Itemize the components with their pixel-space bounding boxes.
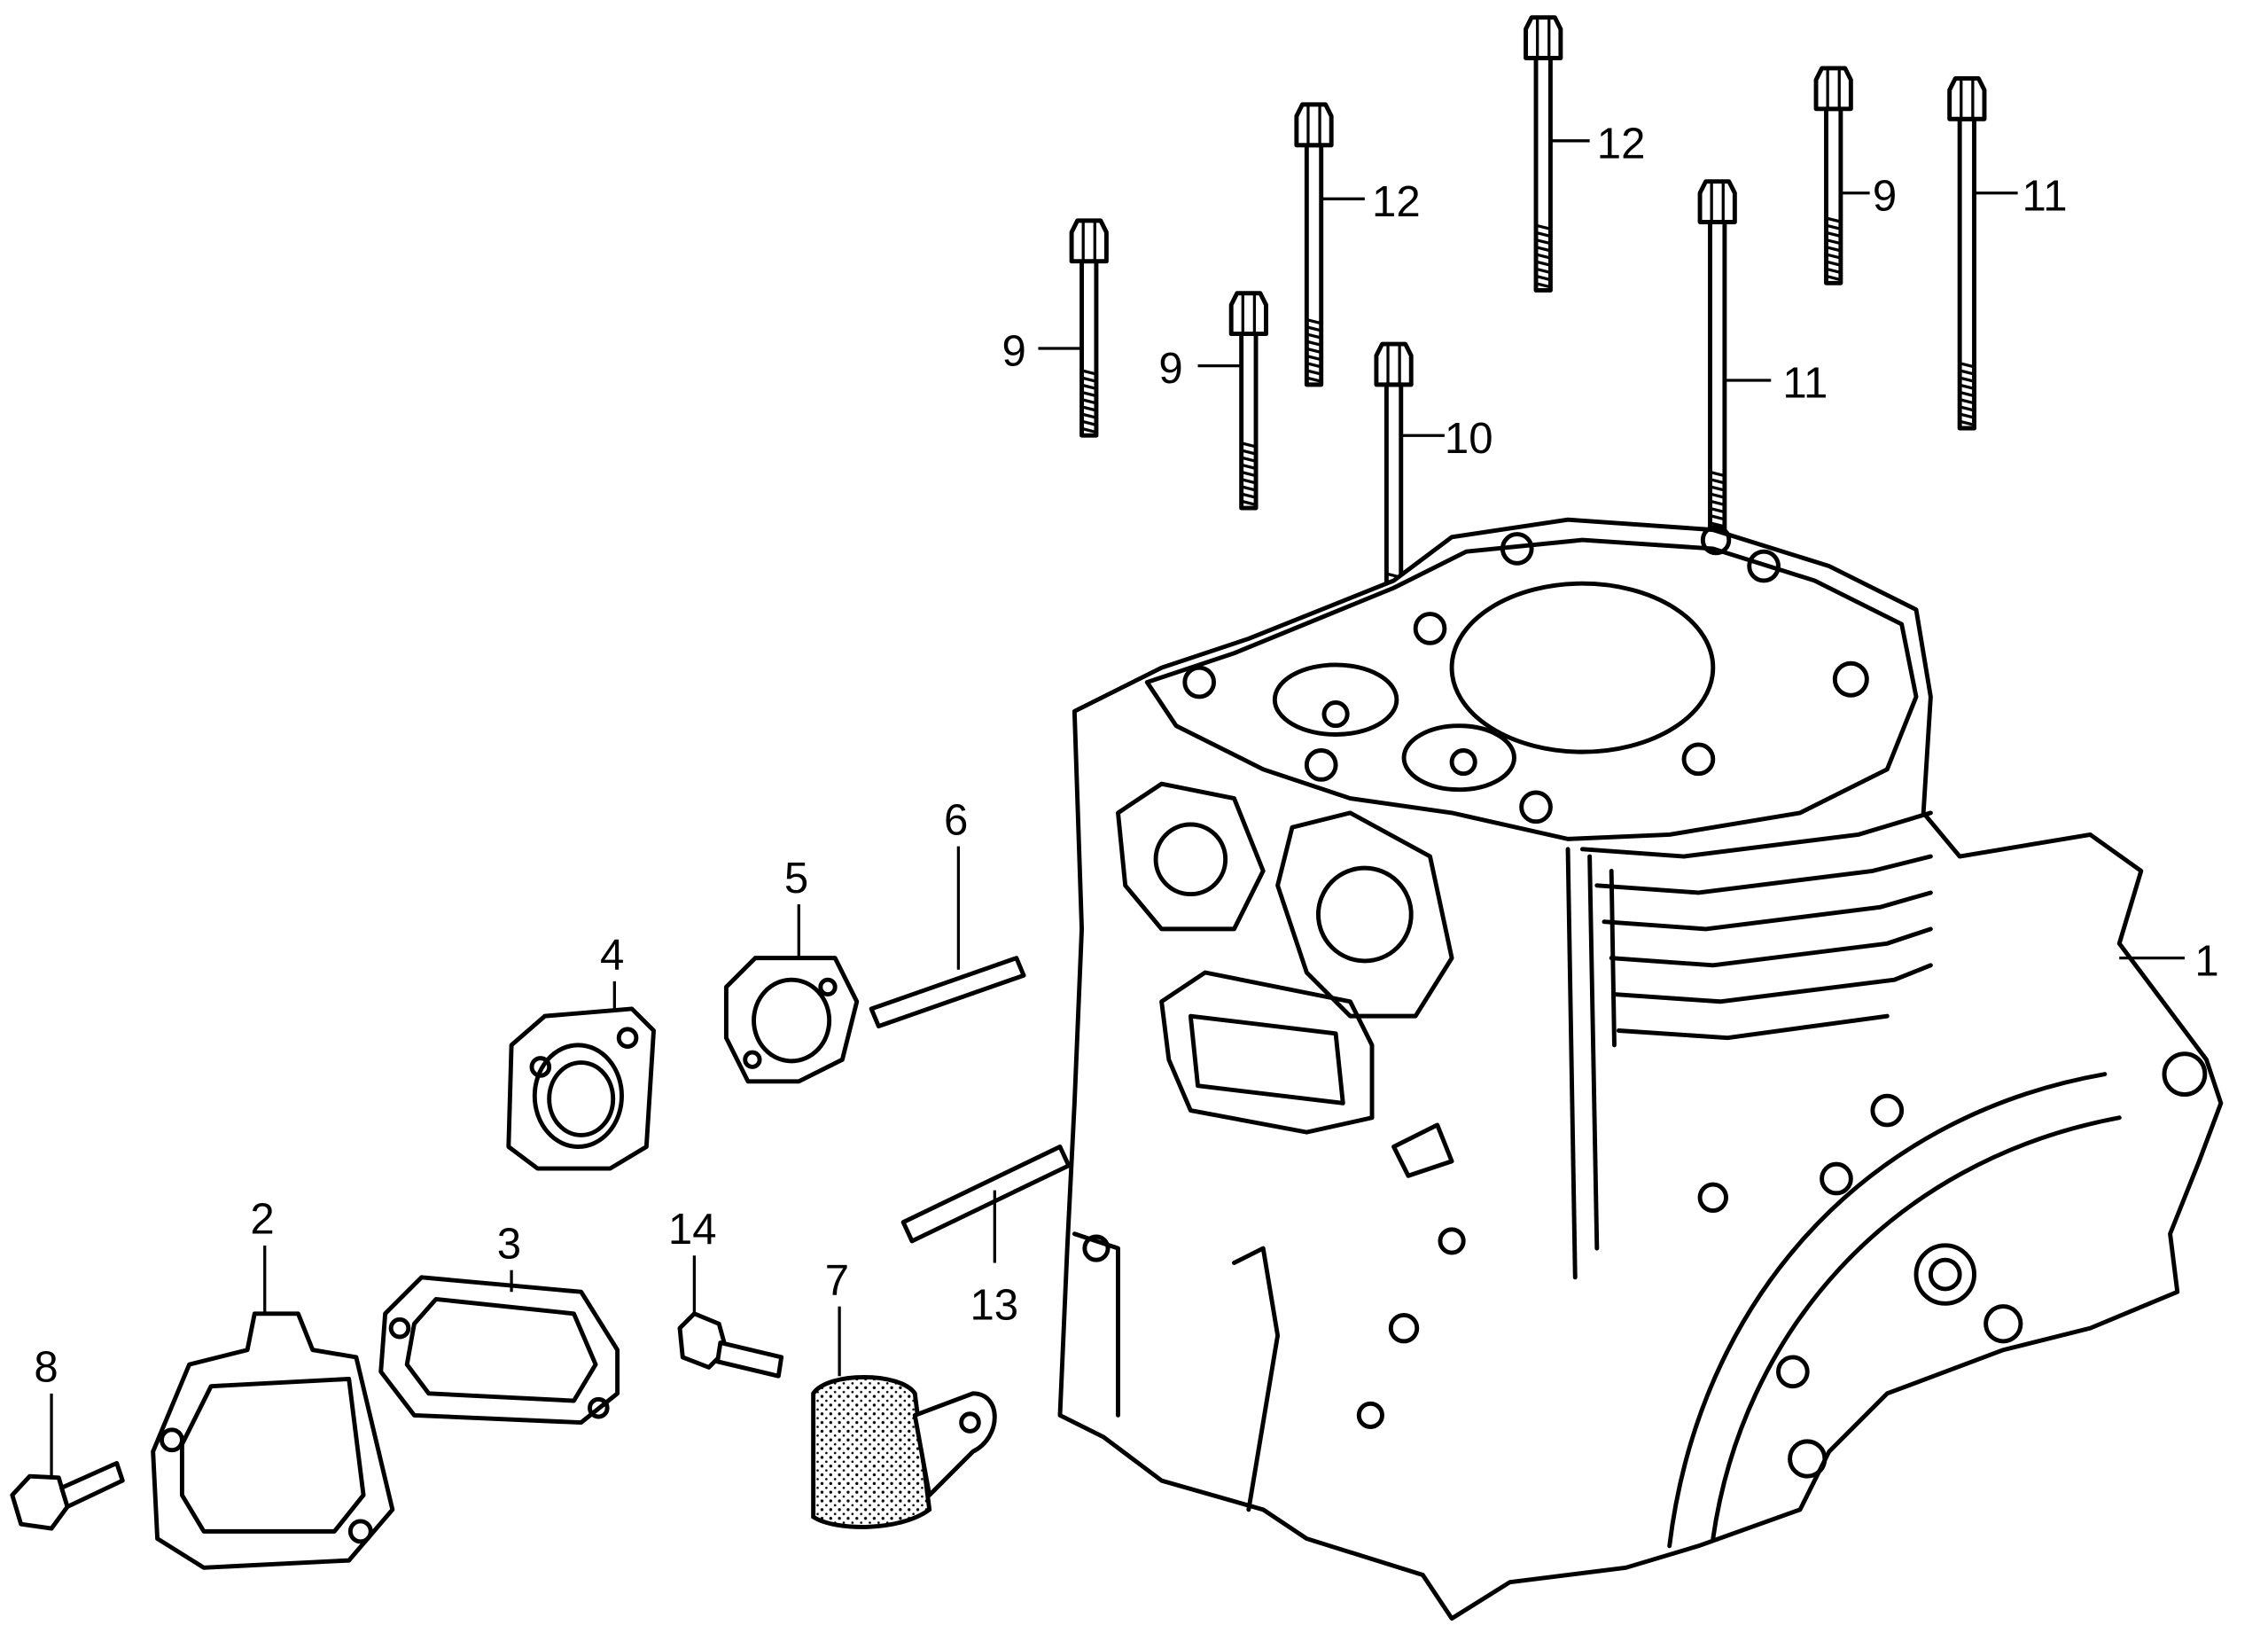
bolt-2: [1816, 68, 1870, 285]
bolt-4: [1038, 221, 1106, 438]
bolt-3: [1950, 78, 2018, 431]
callout-9c: 9: [1873, 172, 1897, 220]
callout-10: 10: [1445, 415, 1493, 463]
hex-head: [1700, 182, 1734, 223]
cylinder-block: [1057, 517, 2224, 1621]
hex-head: [1231, 293, 1266, 334]
bolt-7: [1700, 182, 1772, 540]
part-14-bolt: [677, 1311, 784, 1379]
hex-head: [1072, 221, 1106, 262]
callout-6: 6: [944, 796, 968, 844]
callout-5: 5: [784, 855, 808, 902]
callout-11b: 11: [2022, 172, 2068, 220]
bolts-group: [1038, 18, 2018, 641]
callout-9a: 9: [1002, 328, 1026, 376]
hex-head: [1297, 105, 1331, 145]
callout-8: 8: [34, 1344, 58, 1392]
part-13-stud: [900, 1145, 1072, 1244]
bolt-0: [1526, 18, 1590, 293]
part-4-insulator: [506, 1006, 656, 1171]
part-7-clamp: [811, 1374, 997, 1529]
callout-7: 7: [825, 1257, 849, 1305]
callout-13: 13: [970, 1281, 1018, 1329]
part-6-stud: [869, 956, 1026, 1029]
callout-9b: 9: [1158, 345, 1182, 393]
callout-labels: 1 2 3 4 5 6 7 8 9 9 9 10 11 11 12 12 13 …: [34, 120, 2218, 1391]
hex-head: [1816, 68, 1851, 109]
part-5-gasket: [723, 956, 860, 1084]
bolt-5: [1197, 293, 1266, 511]
part-2-gasket: [151, 1311, 395, 1570]
part-8-bolt: [10, 1460, 125, 1531]
callout-12a: 12: [1597, 120, 1646, 168]
callout-4: 4: [600, 932, 624, 980]
callout-11a: 11: [1782, 360, 1828, 408]
hex-head: [1376, 344, 1411, 385]
part-3-gasket: [378, 1275, 620, 1426]
callout-1: 1: [2194, 937, 2218, 985]
leader-lines: [50, 846, 2185, 1478]
callout-14: 14: [668, 1206, 717, 1254]
hex-head: [1526, 18, 1561, 59]
bolt-1: [1297, 105, 1365, 387]
callout-2: 2: [250, 1196, 274, 1244]
callout-3: 3: [497, 1221, 521, 1269]
hex-head: [1950, 78, 1984, 119]
callout-12b: 12: [1372, 178, 1421, 226]
